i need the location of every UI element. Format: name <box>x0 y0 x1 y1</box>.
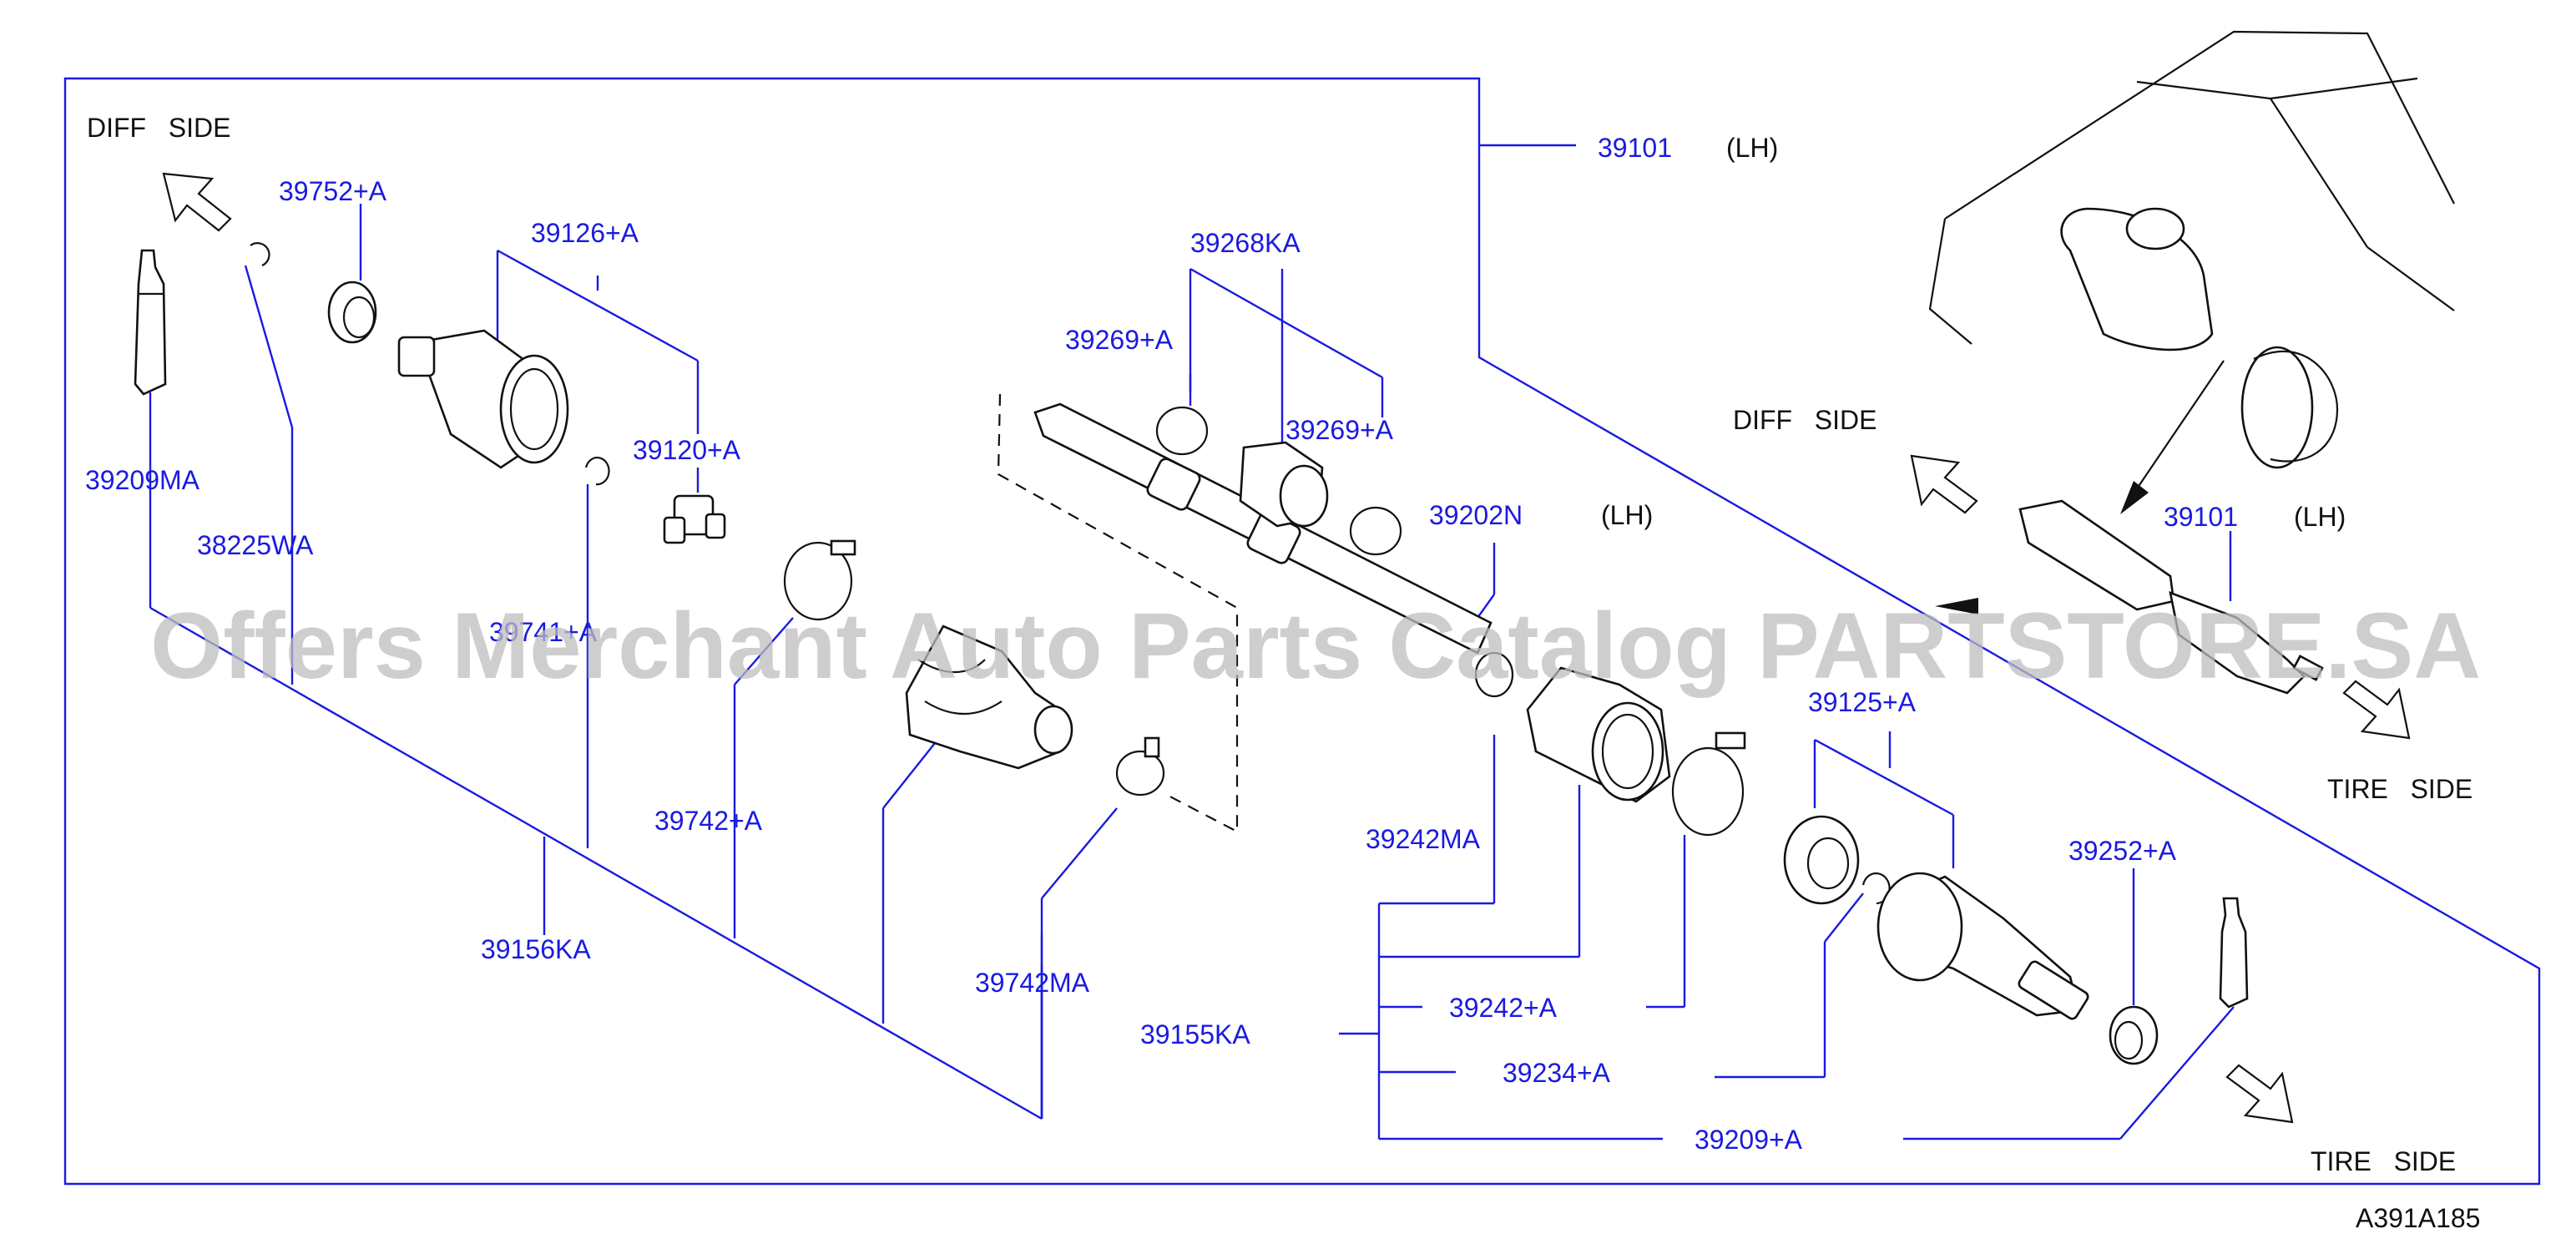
tire-side-bottom-label: TIRE SIDE <box>2311 1146 2456 1176</box>
labels: DIFF SIDE DIFF SIDE TIRE SIDE TIRE SIDE … <box>87 113 2480 1233</box>
arrow-diff-side-top-icon <box>162 172 232 232</box>
tire-side-inset-label: TIRE SIDE <box>2327 774 2472 804</box>
direction-arrows <box>162 172 2411 1124</box>
diagram-code: A391A185 <box>2356 1203 2480 1233</box>
part-39155KA[interactable]: 39155KA <box>1140 1019 1250 1049</box>
arrow-tire-side-bottom-icon <box>2225 1064 2294 1124</box>
diagram-frame <box>63 77 2541 1186</box>
arrow-tire-side-inset-icon <box>2342 680 2411 740</box>
lh-main-label: (LH) <box>1726 133 1778 163</box>
part-39242A[interactable]: 39242+A <box>1449 993 1558 1023</box>
part-39120A[interactable]: 39120+A <box>633 435 741 465</box>
part-39752A[interactable]: 39752+A <box>279 176 387 206</box>
leader-lines <box>149 144 2235 1140</box>
vehicle-inset <box>1928 30 2455 695</box>
part-39209A[interactable]: 39209+A <box>1695 1125 1803 1155</box>
diff-side-top-label: DIFF SIDE <box>87 113 230 143</box>
part-39209MA[interactable]: 39209MA <box>85 465 200 495</box>
lh-center-label: (LH) <box>1601 500 1653 530</box>
part-39242MA[interactable]: 39242MA <box>1366 824 1481 854</box>
part-39252A[interactable]: 39252+A <box>2068 836 2177 866</box>
part-39125A[interactable]: 39125+A <box>1808 687 1917 717</box>
part-39268KA[interactable]: 39268KA <box>1190 228 1301 258</box>
part-39742A[interactable]: 39742+A <box>654 806 763 836</box>
part-39741A[interactable]: 39741+A <box>489 617 598 647</box>
part-39269A-right[interactable]: 39269+A <box>1285 415 1394 445</box>
part-illustrations <box>134 242 2249 1065</box>
arrow-diff-side-inset-icon <box>1910 454 1978 514</box>
part-39101-inset[interactable]: 39101 <box>2164 502 2238 532</box>
part-39234A[interactable]: 39234+A <box>1503 1058 1611 1088</box>
watermark: Offers Merchant Auto Parts Catalog PARTS… <box>150 594 2481 698</box>
part-39126A[interactable]: 39126+A <box>531 218 639 248</box>
part-39742MA[interactable]: 39742MA <box>975 968 1090 998</box>
part-39269A-left[interactable]: 39269+A <box>1065 325 1174 355</box>
part-39202N[interactable]: 39202N <box>1429 500 1523 530</box>
lh-inset-label: (LH) <box>2294 502 2346 532</box>
part-39156KA[interactable]: 39156KA <box>481 934 591 964</box>
part-39101-main[interactable]: 39101 <box>1598 133 1672 163</box>
part-number-labels: 39101 39101 39752+A 39126+A 39268KA 3926… <box>85 133 2238 1155</box>
part-38225WA[interactable]: 38225WA <box>197 530 314 560</box>
diff-side-inset-label: DIFF SIDE <box>1733 405 1876 435</box>
